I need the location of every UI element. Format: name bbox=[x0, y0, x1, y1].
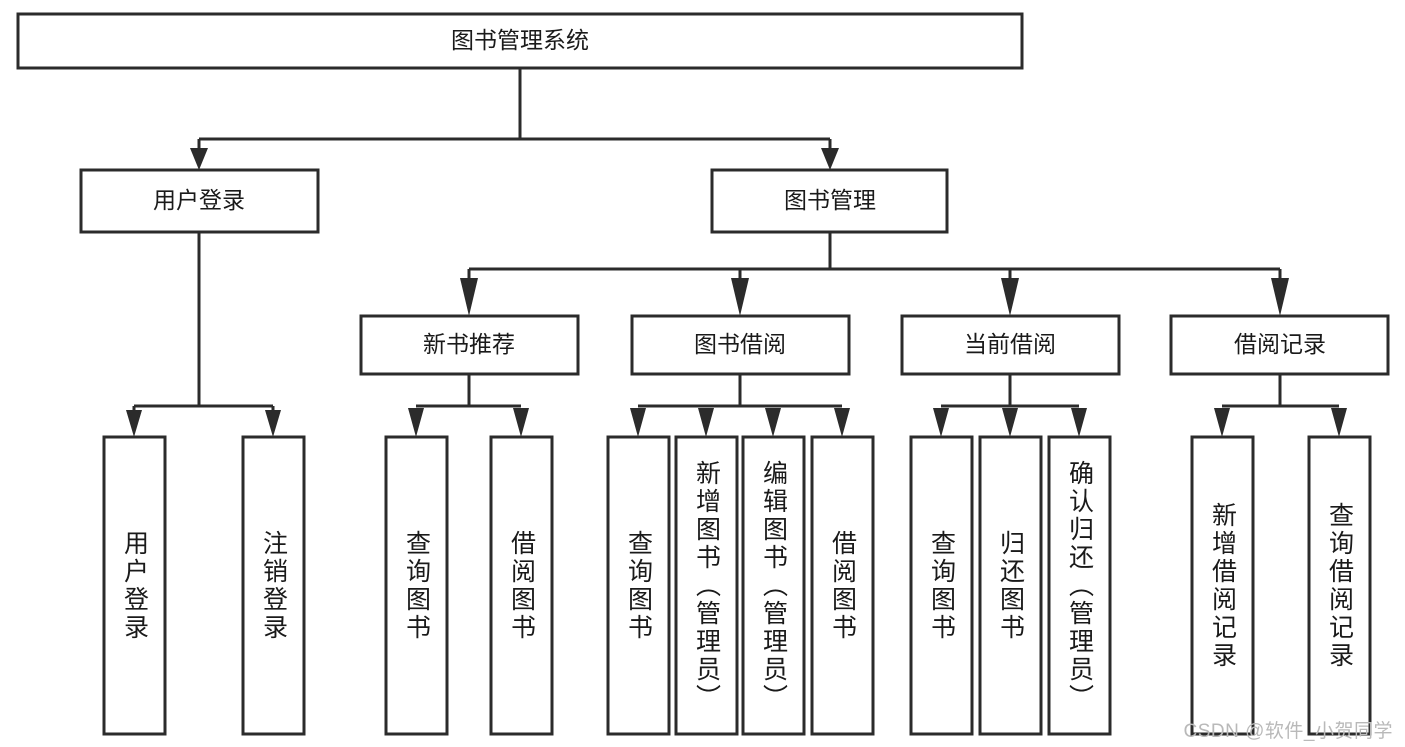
node-book-borrow-box[interactable] bbox=[630, 314, 851, 376]
node-book-manage[interactable]: 图书管理 bbox=[710, 168, 949, 234]
node-book-borrow-label: 图书借阅 bbox=[694, 331, 786, 357]
arrow-head-book-borrow bbox=[731, 278, 749, 316]
node-root[interactable]: 图书管理系统 bbox=[16, 12, 1024, 70]
node-user-login[interactable]: 用户登录 bbox=[79, 168, 320, 234]
arrow-head-current-borrow bbox=[1001, 278, 1019, 316]
node-user-login-label: 用户登录 bbox=[153, 187, 245, 213]
node-leaf-add-book-box[interactable] bbox=[674, 435, 739, 736]
arrow-head-leaf-return-book bbox=[1002, 408, 1018, 437]
node-new-book-recommend-label: 新书推荐 bbox=[423, 331, 515, 357]
node-leaf-user-logout-box[interactable] bbox=[241, 435, 306, 736]
arrow-head-leaf-query-book-1 bbox=[408, 408, 424, 437]
connector-group-root-to-level2 bbox=[190, 68, 839, 170]
node-root-box[interactable] bbox=[16, 12, 1024, 70]
arrow-head-leaf-user-login bbox=[126, 410, 142, 437]
node-new-book-recommend[interactable]: 新书推荐 bbox=[359, 314, 580, 376]
arrow-head-leaf-borrow-book-1 bbox=[513, 408, 529, 437]
node-current-borrow[interactable]: 当前借阅 bbox=[900, 314, 1121, 376]
node-leaf-user-login-box[interactable] bbox=[102, 435, 167, 736]
node-borrow-record[interactable]: 借阅记录 bbox=[1169, 314, 1390, 376]
node-leaf-add-record-box[interactable] bbox=[1190, 435, 1255, 736]
arrow-head-borrow-record bbox=[1271, 278, 1289, 316]
connector-group-borrow-record-to-leaves bbox=[1214, 374, 1347, 437]
node-borrow-record-label: 借阅记录 bbox=[1234, 331, 1326, 357]
node-leaf-return-book-box[interactable] bbox=[978, 435, 1043, 736]
node-leaf-borrow-book-2-box[interactable] bbox=[810, 435, 875, 736]
node-user-login-box[interactable] bbox=[79, 168, 320, 234]
node-leaf-query-book-3-box[interactable] bbox=[909, 435, 974, 736]
arrow-head-leaf-user-logout bbox=[265, 410, 281, 437]
arrow-head-leaf-add-record bbox=[1214, 408, 1230, 437]
node-book-borrow[interactable]: 图书借阅 bbox=[630, 314, 851, 376]
node-leaf-edit-book-box[interactable] bbox=[741, 435, 806, 736]
arrow-head-leaf-borrow-book-2 bbox=[834, 408, 850, 437]
node-book-manage-box[interactable] bbox=[710, 168, 949, 234]
node-borrow-record-box[interactable] bbox=[1169, 314, 1390, 376]
connector-group-user-login-to-leaves bbox=[126, 232, 281, 437]
node-leaf-query-book-1-box[interactable] bbox=[384, 435, 449, 736]
csdn-watermark: CSDN @软件_小贺同学 bbox=[1183, 721, 1393, 742]
node-leaf-query-book-2-box[interactable] bbox=[606, 435, 671, 736]
arrow-head-leaf-query-record bbox=[1331, 408, 1347, 437]
arrow-head-book-manage bbox=[821, 148, 839, 170]
arrow-head-leaf-add-book bbox=[698, 408, 714, 437]
connector-group-book-borrow-to-leaves bbox=[630, 374, 850, 437]
arrow-head-leaf-edit-book bbox=[765, 408, 781, 437]
node-current-borrow-label: 当前借阅 bbox=[964, 331, 1056, 357]
connector-group-book-manage-to-level3 bbox=[460, 232, 1289, 316]
node-leaf-borrow-book-1-box[interactable] bbox=[489, 435, 554, 736]
node-root-label: 图书管理系统 bbox=[451, 27, 589, 53]
connector-group-new-book-recommend-to-leaves bbox=[408, 374, 529, 437]
arrow-head-leaf-query-book-2 bbox=[630, 408, 646, 437]
node-leaf-query-record-box[interactable] bbox=[1307, 435, 1372, 736]
arrow-head-leaf-query-book-3 bbox=[933, 408, 949, 437]
arrow-head-new-book-recommend bbox=[460, 278, 478, 316]
arrow-head-leaf-confirm-return bbox=[1071, 408, 1087, 437]
node-new-book-recommend-box[interactable] bbox=[359, 314, 580, 376]
node-leaf-confirm-return-box[interactable] bbox=[1047, 435, 1112, 736]
arrow-head-user-login bbox=[190, 148, 208, 170]
node-book-manage-label: 图书管理 bbox=[784, 187, 876, 213]
node-current-borrow-box[interactable] bbox=[900, 314, 1121, 376]
connector-group-current-borrow-to-leaves bbox=[933, 374, 1087, 437]
